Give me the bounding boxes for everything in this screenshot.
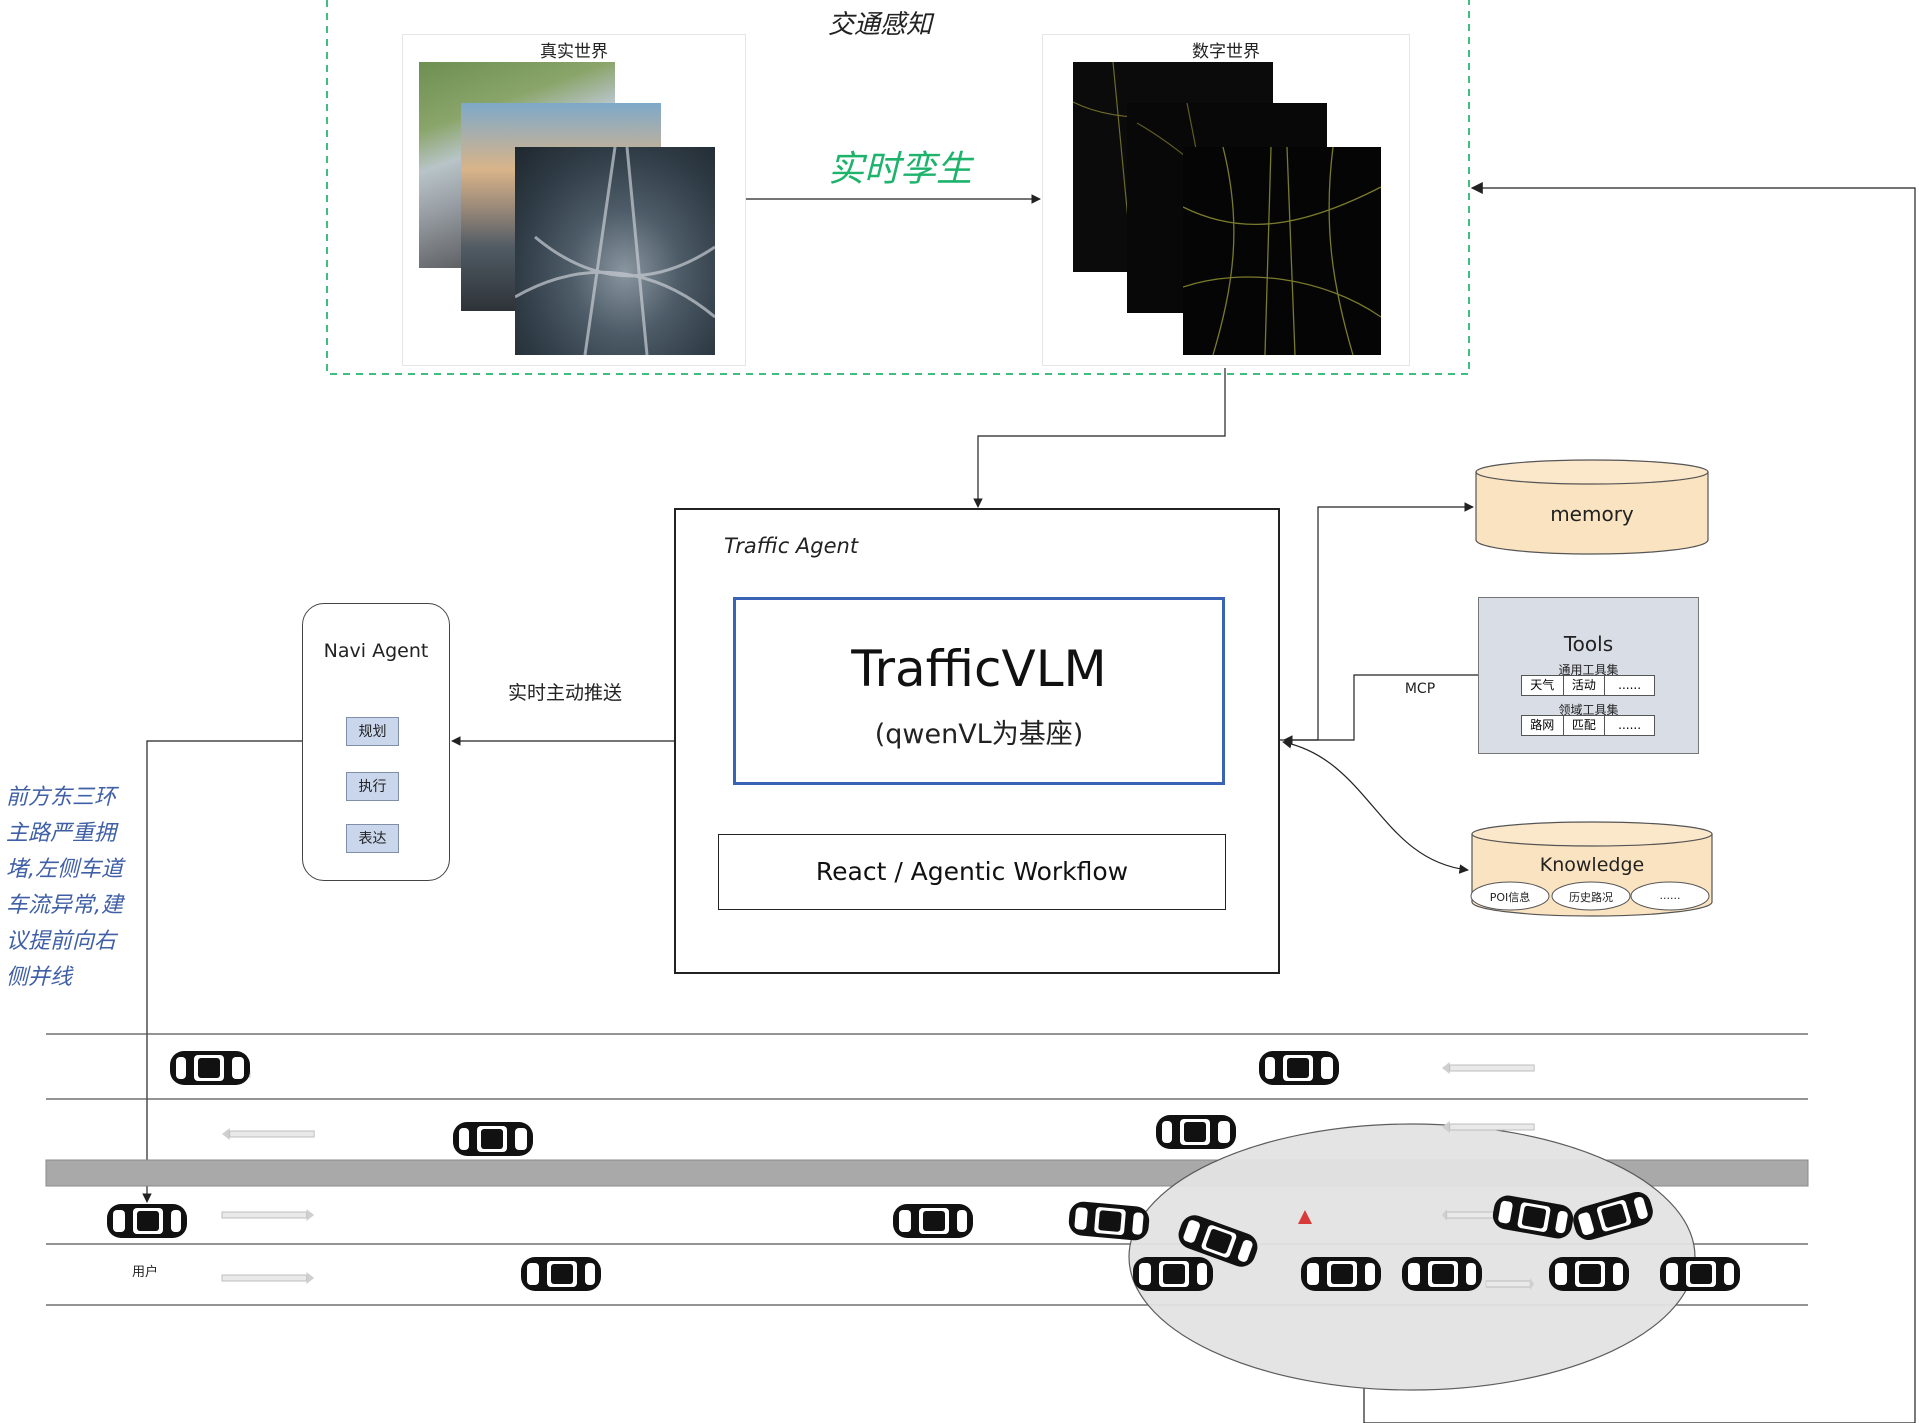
car bbox=[1259, 1051, 1339, 1085]
car bbox=[1156, 1115, 1236, 1149]
knowledge-item-history: 历史路况 bbox=[1569, 891, 1613, 904]
general-tools-row: 天气 活动 ...... bbox=[1521, 675, 1655, 696]
traffic-vlm-title: TrafficVLM bbox=[851, 640, 1107, 698]
knowledge-item-poi: POI信息 bbox=[1489, 891, 1531, 904]
lane-arrow bbox=[1441, 1061, 1535, 1075]
navigation-message: 前方东三环 主路严重拥 堵,左侧车道 车流异常,建 议提前向右 侧并线 bbox=[6, 780, 146, 996]
navi-to-user-connector bbox=[142, 740, 302, 1203]
traffic-agent-box: Traffic Agent TrafficVLM (qwenVL为基座) Rea… bbox=[674, 508, 1280, 974]
agentic-workflow-label: React / Agentic Workflow bbox=[815, 857, 1129, 886]
navi-agent-title: Navi Agent bbox=[323, 640, 429, 662]
tool-weather[interactable]: 天气 bbox=[1522, 676, 1564, 695]
tools-box: Tools 通用工具集 天气 活动 ...... 领域工具集 路网 匹配 ...… bbox=[1478, 597, 1699, 754]
tool-road-network[interactable]: 路网 bbox=[1522, 716, 1564, 735]
tool-more[interactable]: ...... bbox=[1618, 718, 1642, 732]
incident-marker bbox=[1298, 1210, 1312, 1224]
car bbox=[170, 1051, 250, 1085]
feedback-loop-connector bbox=[1363, 182, 1916, 1423]
lane-arrow bbox=[221, 1271, 315, 1285]
digital-world-label: 数字世界 bbox=[1192, 42, 1260, 62]
knowledge-title: Knowledge bbox=[1539, 854, 1645, 876]
navi-step-express[interactable]: 表达 bbox=[346, 824, 399, 853]
tool-more[interactable]: ...... bbox=[1618, 678, 1642, 692]
car bbox=[453, 1122, 533, 1156]
traffic-photo bbox=[515, 147, 715, 355]
perception-to-agent-connector bbox=[973, 368, 1226, 508]
traffic-vlm-box: TrafficVLM (qwenVL为基座) bbox=[733, 597, 1225, 785]
mcp-label: MCP bbox=[1404, 681, 1436, 697]
navi-step-plan[interactable]: 规划 bbox=[346, 717, 399, 746]
agentic-workflow-box: React / Agentic Workflow bbox=[718, 834, 1226, 910]
car bbox=[1660, 1257, 1740, 1291]
domain-tools-title: 领域工具集 bbox=[1558, 703, 1619, 717]
perception-title: 交通感知 bbox=[827, 10, 932, 40]
digital-world-panel: 数字世界 bbox=[1042, 34, 1410, 366]
highway-lines bbox=[515, 147, 715, 355]
memory-cylinder bbox=[1475, 459, 1709, 555]
perception-frame bbox=[326, 0, 1470, 375]
knowledge-item-more: ...... bbox=[1659, 889, 1681, 902]
user-car bbox=[107, 1204, 187, 1238]
traffic-agent-title: Traffic Agent bbox=[724, 534, 859, 558]
user-label: 用户 bbox=[131, 1265, 158, 1280]
car bbox=[893, 1204, 973, 1238]
general-tools-title: 通用工具集 bbox=[1558, 663, 1619, 677]
navi-step-execute[interactable]: 执行 bbox=[346, 772, 399, 801]
tool-activity[interactable]: 活动 bbox=[1564, 676, 1606, 695]
tool-matching[interactable]: 匹配 bbox=[1564, 716, 1606, 735]
car bbox=[521, 1257, 601, 1291]
domain-tools-row: 路网 匹配 ...... bbox=[1521, 715, 1655, 736]
tools-title: Tools bbox=[1563, 632, 1614, 656]
car bbox=[1549, 1257, 1629, 1291]
real-world-label: 真实世界 bbox=[540, 42, 608, 62]
message-line: 车流异常,建 bbox=[6, 893, 123, 918]
agent-knowledge-connector bbox=[1282, 739, 1469, 874]
message-line: 主路严重拥 bbox=[6, 821, 117, 846]
traffic-vlm-subtitle: (qwenVL为基座) bbox=[874, 719, 1084, 750]
car bbox=[1067, 1200, 1151, 1242]
car bbox=[1133, 1257, 1213, 1291]
real-world-panel: 真实世界 bbox=[402, 34, 746, 366]
push-label: 实时主动推送 bbox=[507, 682, 622, 704]
message-line: 堵,左侧车道 bbox=[6, 857, 123, 882]
message-line: 侧并线 bbox=[6, 965, 73, 990]
memory-label: memory bbox=[1550, 502, 1634, 526]
message-line: 议提前向右 bbox=[6, 929, 117, 954]
message-line: 前方东三环 bbox=[6, 785, 117, 810]
car bbox=[1402, 1257, 1482, 1291]
lane-arrow bbox=[221, 1127, 315, 1141]
twin-label: 实时孪生 bbox=[827, 149, 972, 190]
agent-memory-connector bbox=[1280, 502, 1474, 741]
digital-map bbox=[1183, 147, 1381, 355]
lane-arrow bbox=[221, 1208, 315, 1222]
knowledge-cylinder bbox=[1470, 821, 1713, 917]
car bbox=[1301, 1257, 1381, 1291]
